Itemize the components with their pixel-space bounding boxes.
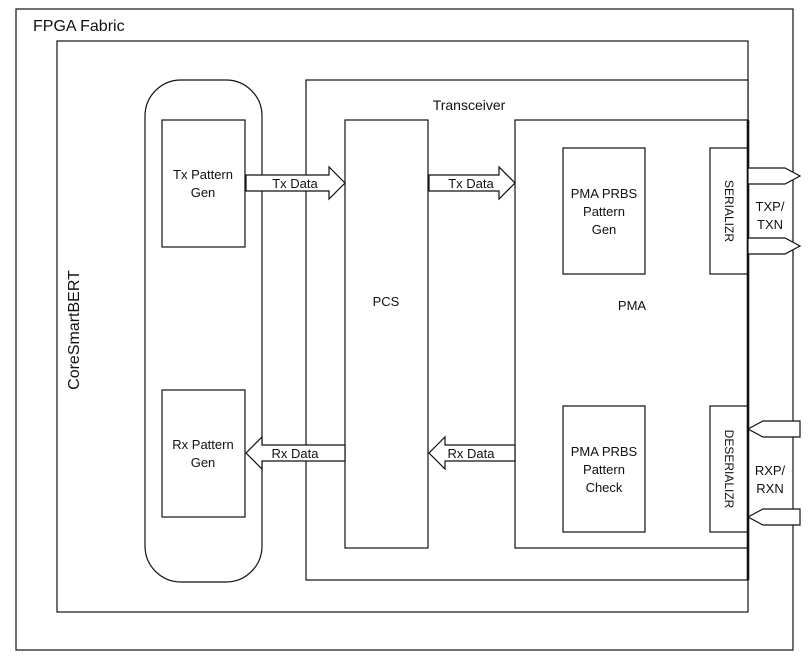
tx-port-label-1: TXP/ — [756, 199, 785, 214]
tx-pattern-gen-box — [161, 119, 246, 248]
rx-data-arrow-1 — [245, 435, 346, 471]
fpga-fabric-title: FPGA Fabric — [33, 18, 125, 35]
rx-data-arrow-2 — [428, 435, 516, 471]
pma-prbs-gen-box — [562, 147, 646, 275]
pcs-box — [344, 119, 429, 549]
rx-port-label-2: RXN — [756, 481, 783, 496]
pma-prbs-check-label-2: Pattern — [583, 462, 625, 477]
rx-data-label-2: Rx Data — [448, 446, 496, 461]
tx-data-arrow-1 — [245, 165, 346, 201]
txp-pin — [747, 167, 802, 185]
coresmartbert-label: CoreSmartBERT — [66, 270, 83, 390]
tx-pattern-gen-label-1: Tx Pattern — [173, 167, 233, 182]
tx-port-label-2: TXN — [757, 217, 783, 232]
pma-label: PMA — [618, 298, 647, 313]
rx-port-label-1: RXP/ — [755, 463, 786, 478]
rx-pattern-gen-box — [161, 389, 246, 518]
tx-data-label-2: Tx Data — [448, 176, 494, 191]
pma-prbs-check-label-1: PMA PRBS — [571, 444, 638, 459]
pma-prbs-gen-label-3: Gen — [592, 222, 617, 237]
deserializer-box — [709, 405, 749, 533]
transceiver-label: Transceiver — [433, 97, 506, 113]
pma-prbs-gen-label-1: PMA PRBS — [571, 186, 638, 201]
pma-prbs-check-label-3: Check — [586, 480, 623, 495]
tx-pattern-gen-label-2: Gen — [191, 185, 216, 200]
rxn-pin — [746, 508, 801, 526]
pcs-label: PCS — [373, 294, 400, 309]
serializer-label: SERIALIZR — [722, 180, 736, 242]
tx-data-label-1: Tx Data — [272, 176, 318, 191]
tx-data-arrow-2 — [428, 165, 516, 201]
pma-prbs-gen-label-2: Pattern — [583, 204, 625, 219]
pma-prbs-check-box — [562, 405, 646, 533]
rx-data-label-1: Rx Data — [272, 446, 320, 461]
txn-pin — [747, 237, 802, 255]
rxp-pin — [746, 420, 801, 438]
deserializer-label: DESERIALIZR — [722, 430, 736, 509]
rx-pattern-gen-label-2: Gen — [191, 455, 216, 470]
rx-pattern-gen-label-1: Rx Pattern — [172, 437, 233, 452]
